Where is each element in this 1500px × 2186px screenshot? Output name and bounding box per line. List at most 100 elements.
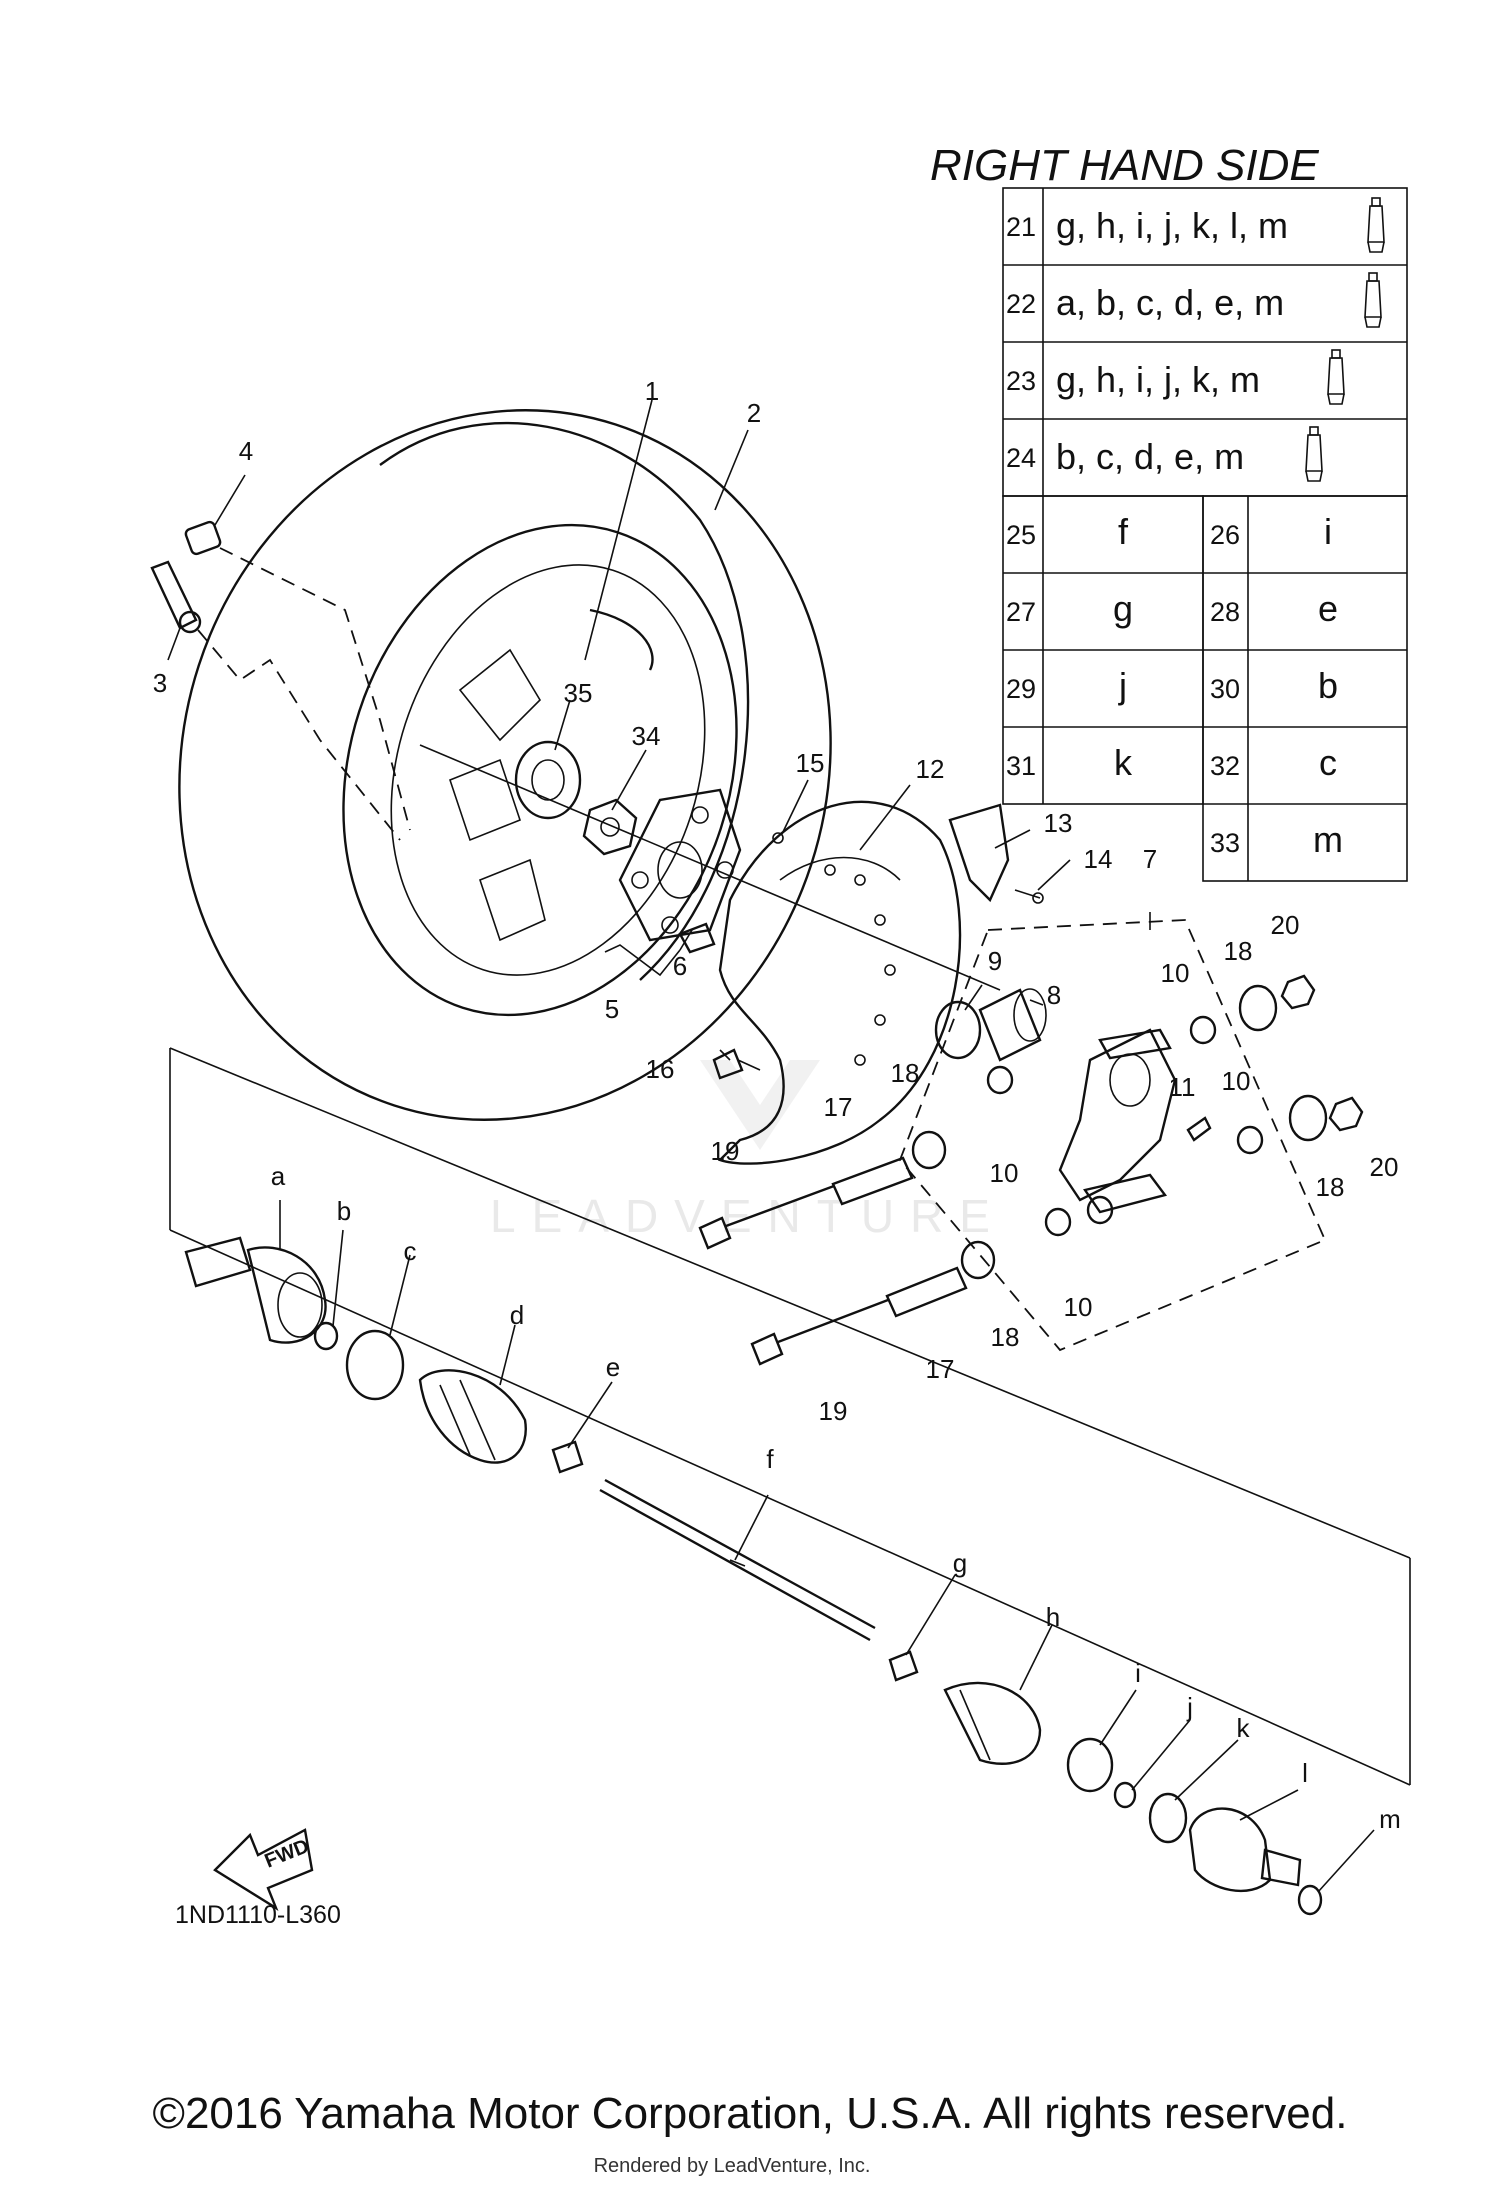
- callout-10: 10: [990, 1158, 1019, 1188]
- disc-bolt-icon: [712, 1048, 761, 1080]
- copyright-notice: ©2016 Yamaha Motor Corporation, U.S.A. A…: [153, 2089, 1348, 2138]
- kit-part: k: [1114, 742, 1133, 783]
- diagram-heading: RIGHT HAND SIDE: [930, 141, 1319, 190]
- cv-boot-inner-icon: [943, 1681, 1042, 1765]
- cv-joint-inner-icon: [1188, 1807, 1302, 1893]
- knuckle-bearing-icon: [978, 988, 1047, 1062]
- seal-icon: [960, 1240, 996, 1280]
- drive-shaft-icon: [599, 1478, 876, 1642]
- kit-part: j: [1118, 665, 1127, 706]
- seal-icon: [1288, 1094, 1328, 1142]
- lube-row-number: 24: [1006, 443, 1036, 473]
- kit-part: g: [1113, 588, 1133, 629]
- wheel-bearing-icon: [514, 740, 582, 820]
- lube-row-24: 24 b, c, d, e, m: [1006, 426, 1323, 482]
- o-ring-icon: [1148, 1792, 1188, 1844]
- circlip-icon: [1297, 1884, 1323, 1916]
- kit-number: 32: [1210, 751, 1240, 781]
- lube-row-number: 22: [1006, 289, 1036, 319]
- callout-17: 17: [824, 1092, 853, 1122]
- leader-lines: [167, 399, 1375, 1893]
- callout-11: 11: [1169, 1072, 1196, 1102]
- callout-8: 8: [1047, 980, 1061, 1010]
- washer-15-icon: [772, 832, 784, 844]
- boot-band-icon: [1066, 1737, 1114, 1793]
- lube-row-parts: a, b, c, d, e, m: [1056, 282, 1284, 323]
- grease-tube-icon: [1367, 197, 1385, 253]
- valve-leader-dash: [219, 547, 411, 831]
- wheel-hub-icon: [618, 788, 742, 942]
- rim-flange: [589, 608, 654, 671]
- grease-tube-icon: [1327, 349, 1345, 405]
- callout-10: 10: [1064, 1292, 1093, 1322]
- knuckle-bolt-icon: [698, 1184, 835, 1250]
- circlip-icon: [934, 1000, 982, 1060]
- callout-6: 6: [673, 951, 687, 981]
- fwd-arrow-icon: FWD: [213, 1828, 314, 1911]
- lube-row-23: 23 g, h, i, j, k, m: [1006, 349, 1345, 405]
- lube-row-parts: g, h, i, j, k, m: [1056, 359, 1260, 400]
- callout-19: 19: [819, 1396, 848, 1426]
- callout-2: 2: [747, 398, 761, 428]
- callout-15: 15: [796, 748, 825, 778]
- callout-e: e: [606, 1352, 620, 1382]
- callout-14: 14: [1084, 844, 1113, 874]
- callout-j: j: [1186, 1692, 1193, 1722]
- knuckle-group-box: [898, 919, 1327, 1352]
- seal-icon: [1238, 984, 1278, 1032]
- callout-g: g: [953, 1548, 967, 1578]
- callout-a: a: [271, 1161, 286, 1191]
- bushing-icon: [986, 1065, 1014, 1095]
- valve-stem-icon: [150, 560, 202, 634]
- callout-i: i: [1135, 1658, 1141, 1688]
- callout-9: 9: [988, 946, 1002, 976]
- kit-part: i: [1324, 511, 1332, 552]
- callout-labels: 1 2 3 4 5 6 7 8 9 10 10 10 10 11 12 13 1…: [153, 376, 1401, 1834]
- rendered-by-credit: Rendered by LeadVenture, Inc.: [594, 2155, 871, 2177]
- collar-icon: [831, 1156, 914, 1206]
- callout-3: 3: [153, 668, 167, 698]
- callout-7: 7: [1143, 844, 1157, 874]
- kit-number: 31: [1006, 751, 1036, 781]
- cv-joint-outer-icon: [184, 1236, 327, 1344]
- brake-disc-icon: [717, 800, 962, 1165]
- guard-screw-icon: [1014, 889, 1044, 904]
- boot-band-icon: [345, 1329, 405, 1401]
- callout-18: 18: [1316, 1172, 1345, 1202]
- callout-19: 19: [711, 1136, 740, 1166]
- watermark-text: LEADVENTURE: [490, 1190, 1006, 1242]
- shaft-lower-axis: [169, 1229, 1411, 1786]
- kit-row: 29 j 30 b: [1006, 665, 1338, 706]
- kit-number: 25: [1006, 520, 1036, 550]
- kit-part: m: [1313, 819, 1343, 860]
- collar-icon: [885, 1266, 968, 1318]
- callout-20: 20: [1370, 1152, 1399, 1182]
- valve-cap-icon: [184, 520, 222, 556]
- lube-row-parts: b, c, d, e, m: [1056, 436, 1244, 477]
- callout-16: 16: [646, 1054, 675, 1084]
- callout-5: 5: [605, 994, 619, 1024]
- watermark-logo: [700, 1060, 820, 1150]
- lube-row-number: 21: [1006, 212, 1036, 242]
- callout-34: 34: [632, 721, 661, 751]
- lube-row-parts: g, h, i, j, k, l, m: [1056, 205, 1288, 246]
- callout-13: 13: [1044, 808, 1073, 838]
- kit-row: 27 g 28 e: [1006, 588, 1338, 629]
- steering-knuckle-icon: [1058, 1028, 1177, 1214]
- seal-icon: [911, 1130, 947, 1170]
- lube-row-number: 23: [1006, 366, 1036, 396]
- grease-fitting-icon: [1186, 1116, 1212, 1142]
- callout-l: l: [1302, 1758, 1308, 1788]
- grease-tube-icon: [1364, 272, 1382, 328]
- shaft-upper-axis: [169, 1047, 1411, 1559]
- callout-h: h: [1046, 1602, 1060, 1632]
- tire-outer: [178, 409, 832, 1121]
- callout-18: 18: [1224, 936, 1253, 966]
- callout-12: 12: [916, 754, 945, 784]
- parts-table: 21 g, h, i, j, k, l, m 22 a, b, c, d, e,…: [1002, 187, 1408, 882]
- callout-f: f: [766, 1444, 774, 1474]
- callout-18: 18: [991, 1322, 1020, 1352]
- kit-part: e: [1318, 588, 1338, 629]
- callout-4: 4: [239, 436, 253, 466]
